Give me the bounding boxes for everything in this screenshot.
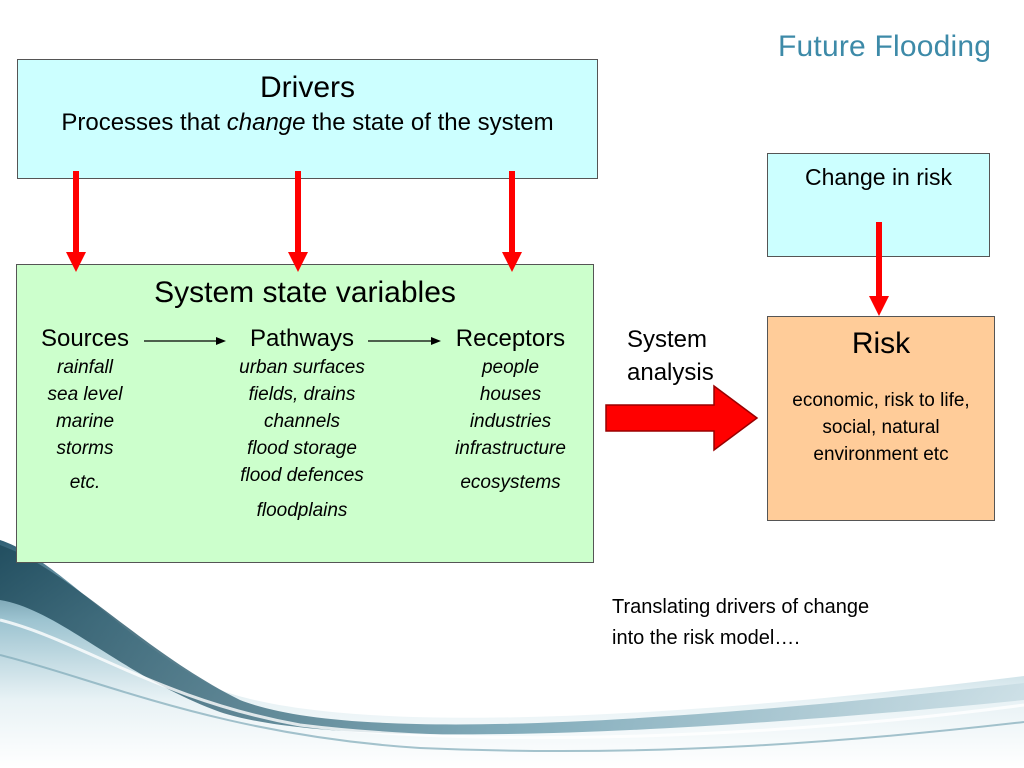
sources-item: storms xyxy=(56,438,114,459)
drivers-desc-part1: Processes that xyxy=(61,109,227,136)
receptors-item: people xyxy=(481,357,540,378)
pathways-floodplains: floodplains xyxy=(256,500,348,521)
pathways-item: urban surfaces xyxy=(239,357,365,378)
system-analysis-label: System analysis xyxy=(627,323,714,389)
caption-line1: Translating drivers of change xyxy=(612,596,870,618)
pathways-heading: Pathways xyxy=(249,325,355,352)
drivers-title: Drivers xyxy=(260,71,355,104)
system-state-title: System state variables xyxy=(154,276,456,309)
sources-item: sea level xyxy=(47,384,123,405)
pathways-item: flood storage xyxy=(247,438,357,459)
receptors-column: Receptors people houses industries infra… xyxy=(438,324,583,462)
brand-logo-text: Future Flooding xyxy=(778,30,992,63)
receptors-item: houses xyxy=(479,384,542,405)
sources-item: marine xyxy=(55,411,115,432)
pathways-item: channels xyxy=(263,411,341,432)
sources-etc: etc. xyxy=(69,472,101,493)
sources-heading: Sources xyxy=(40,325,130,352)
receptors-ecosystems: ecosystems xyxy=(460,472,561,493)
risk-title: Risk xyxy=(851,327,911,360)
drivers-box: Drivers Processes that change the state … xyxy=(17,59,598,179)
drivers-desc-emphasis: change xyxy=(226,109,306,136)
pathways-column: Pathways urban surfaces fields, drains c… xyxy=(222,324,382,489)
system-analysis-line1: System xyxy=(627,326,708,353)
system-analysis-line2: analysis xyxy=(627,359,714,386)
system-state-box: System state variables xyxy=(16,264,594,563)
risk-description: economic, risk to life, social, natural … xyxy=(792,390,970,465)
change-in-risk-title: Change in risk xyxy=(804,164,953,190)
caption-line2: into the risk model…. xyxy=(612,627,800,649)
risk-box: Risk economic, risk to life, social, nat… xyxy=(767,316,995,521)
drivers-description: Processes that change the state of the s… xyxy=(48,108,567,138)
receptors-item: industries xyxy=(469,411,552,432)
caption-text: Translating drivers of change into the r… xyxy=(612,592,869,654)
pathways-item: fields, drains xyxy=(248,384,356,405)
change-in-risk-box: Change in risk xyxy=(767,153,990,257)
receptors-heading: Receptors xyxy=(455,325,566,352)
sources-item: rainfall xyxy=(57,357,113,378)
sources-column: Sources rainfall sea level marine storms xyxy=(20,324,150,462)
pathways-item: flood defences xyxy=(240,465,364,486)
drivers-desc-part2: the state of the system xyxy=(305,109,554,136)
receptors-item: infrastructure xyxy=(455,438,566,459)
